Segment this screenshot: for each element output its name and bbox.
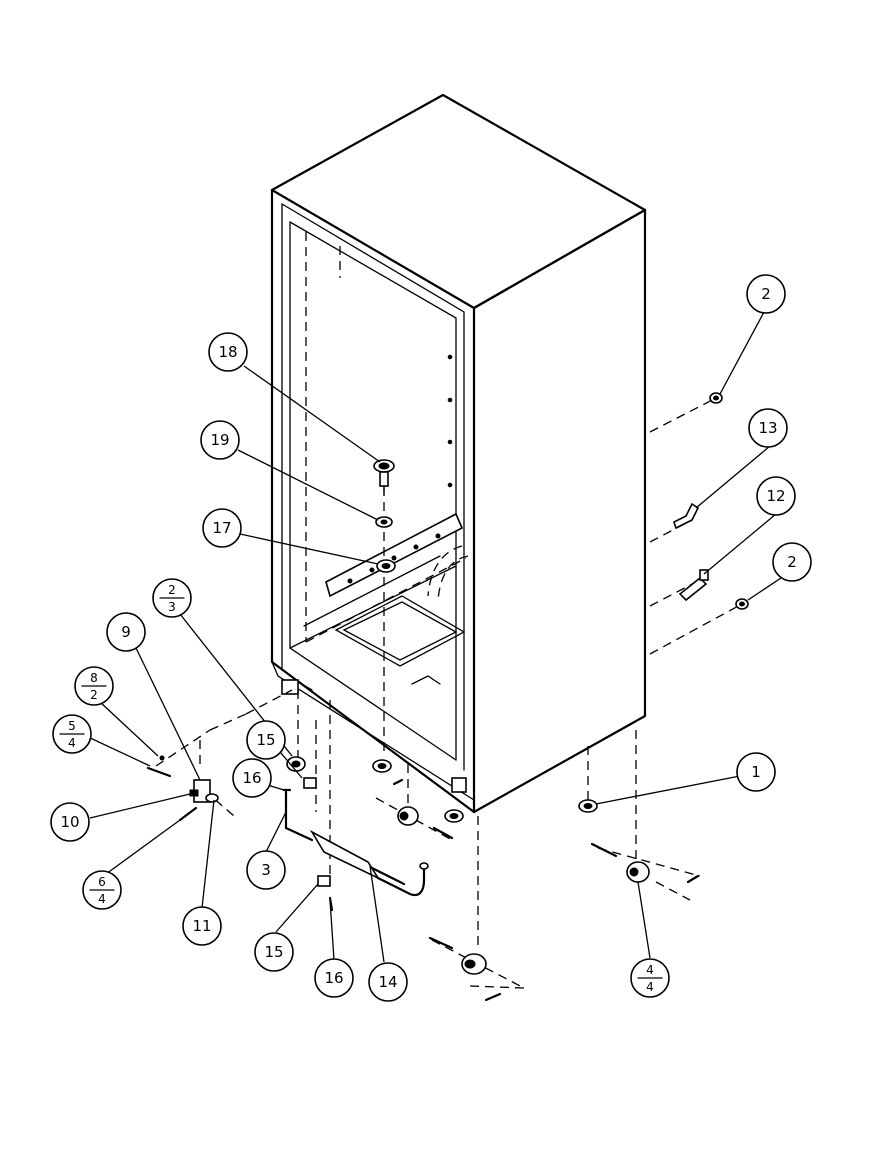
part-10-hinge — [189, 779, 219, 803]
part-14-condensate-pan — [309, 829, 429, 897]
callout-fraction-2-3: 2 3 — [152, 578, 192, 618]
svg-text:8: 8 — [90, 671, 98, 685]
part-1-leveler — [578, 799, 598, 813]
callout-3: 3 — [246, 850, 286, 890]
callout-16-lower: 16 — [314, 958, 354, 998]
part-2-plug-upper — [709, 392, 723, 404]
svg-text:3: 3 — [168, 600, 176, 614]
part-13-bracket — [673, 502, 700, 530]
svg-text:18: 18 — [218, 343, 237, 361]
screws — [146, 755, 700, 1002]
svg-text:4: 4 — [68, 736, 76, 750]
svg-text:15: 15 — [256, 731, 275, 749]
part-18-shelf-pin — [373, 459, 395, 495]
svg-text:11: 11 — [192, 917, 211, 935]
svg-text:4: 4 — [98, 892, 106, 906]
callout-2-lower: 2 — [772, 542, 812, 582]
svg-text:3: 3 — [261, 861, 271, 879]
callout-1: 1 — [736, 752, 776, 792]
roller-bottom — [461, 953, 487, 975]
leveler-center — [372, 759, 392, 773]
refrigerator-cabinet — [270, 93, 647, 814]
part-12-pin — [678, 569, 709, 602]
svg-text:4: 4 — [646, 963, 654, 977]
svg-text:2: 2 — [787, 553, 797, 571]
leveler-right — [444, 809, 464, 823]
roller-right — [626, 861, 650, 883]
roller-center — [397, 806, 419, 826]
svg-text:13: 13 — [758, 419, 777, 437]
callout-19: 19 — [200, 420, 240, 460]
callout-13: 13 — [748, 408, 788, 448]
callout-fraction-5-4: 5 4 — [52, 714, 92, 754]
svg-text:16: 16 — [242, 769, 261, 787]
part-15-clip-upper — [303, 777, 317, 789]
svg-text:9: 9 — [121, 623, 131, 641]
part-17-grommet — [376, 559, 396, 573]
callout-16-upper: 16 — [232, 758, 272, 798]
callout-11: 11 — [182, 906, 222, 946]
svg-text:2: 2 — [761, 285, 771, 303]
callout-10: 10 — [50, 802, 90, 842]
svg-text:14: 14 — [378, 973, 397, 991]
part-3-drain-tube — [284, 790, 314, 842]
svg-text:17: 17 — [212, 519, 231, 537]
svg-text:2: 2 — [90, 688, 98, 702]
part-15-clip-lower — [317, 875, 331, 887]
callout-17: 17 — [202, 508, 242, 548]
svg-text:4: 4 — [646, 980, 654, 994]
callout-12: 12 — [756, 476, 796, 516]
callout-18: 18 — [208, 332, 248, 372]
callout-balloons: 2 13 12 2 18 19 17 1 — [50, 274, 812, 1002]
svg-text:19: 19 — [210, 431, 229, 449]
svg-text:5: 5 — [68, 719, 76, 733]
callout-fraction-8-2: 8 2 — [74, 666, 114, 706]
svg-text:10: 10 — [60, 813, 79, 831]
callout-15-upper: 15 — [246, 720, 286, 760]
callout-15-lower: 15 — [254, 932, 294, 972]
leader-lines — [85, 311, 785, 963]
svg-text:2: 2 — [168, 583, 176, 597]
svg-text:6: 6 — [98, 875, 106, 889]
callout-2-upper: 2 — [746, 274, 786, 314]
svg-text:12: 12 — [766, 487, 785, 505]
part-2-plug-lower — [735, 598, 749, 610]
callout-fraction-4-4: 4 4 — [630, 958, 670, 998]
svg-text:15: 15 — [264, 943, 283, 961]
callout-9: 9 — [106, 612, 146, 652]
callout-14: 14 — [368, 962, 408, 1002]
callout-fraction-6-4: 6 4 — [82, 870, 122, 910]
svg-text:16: 16 — [324, 969, 343, 987]
part-19-washer — [375, 516, 393, 528]
svg-text:1: 1 — [751, 763, 761, 781]
